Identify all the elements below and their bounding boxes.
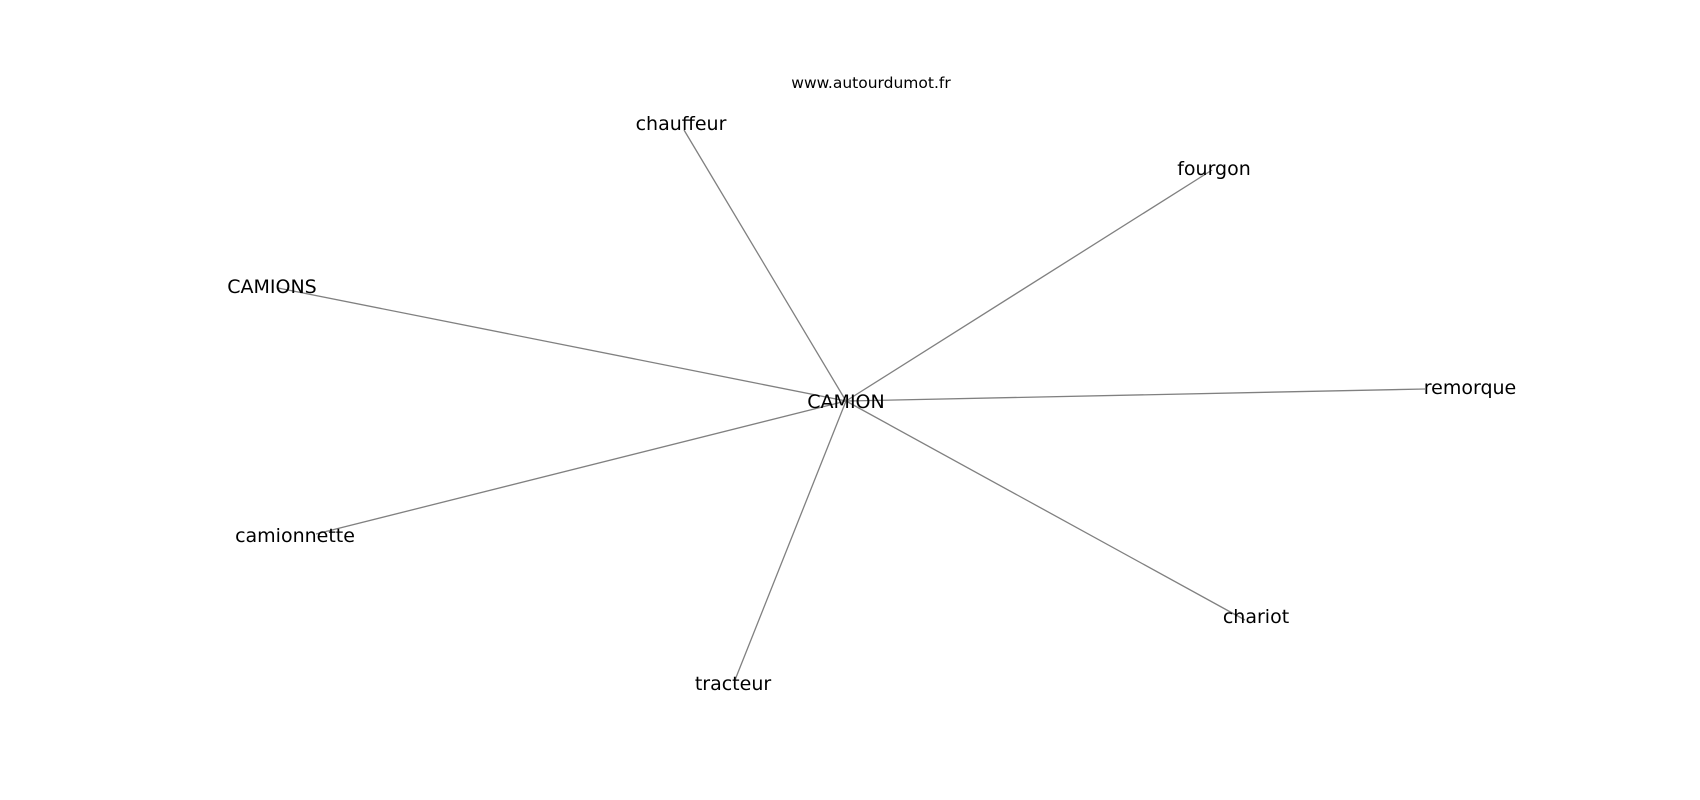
edge-camion-remorque [845, 388, 1426, 402]
edge-camion-chauffeur [683, 129, 847, 402]
source-watermark: www.autourdumot.fr [791, 74, 951, 92]
node-camionnette[interactable]: camionnette [235, 525, 355, 547]
node-remorque[interactable]: remorque [1424, 377, 1517, 399]
node-tracteur[interactable]: tracteur [695, 673, 772, 695]
edge-camion-camions [277, 287, 847, 402]
edge-camion-tracteur [734, 400, 847, 681]
edge-camion-chariot [845, 400, 1246, 621]
node-camions[interactable]: CAMIONS [227, 276, 317, 298]
graph-labels: www.autourdumot.fr CAMION chauffeur four… [227, 74, 1516, 695]
node-chariot[interactable]: chariot [1223, 606, 1289, 628]
edge-camion-fourgon [845, 169, 1213, 402]
edge-camion-camionnette [315, 400, 847, 535]
node-fourgon[interactable]: fourgon [1177, 158, 1251, 180]
node-chauffeur[interactable]: chauffeur [636, 113, 727, 135]
graph-edges [277, 129, 1426, 681]
node-center-camion[interactable]: CAMION [807, 391, 884, 413]
